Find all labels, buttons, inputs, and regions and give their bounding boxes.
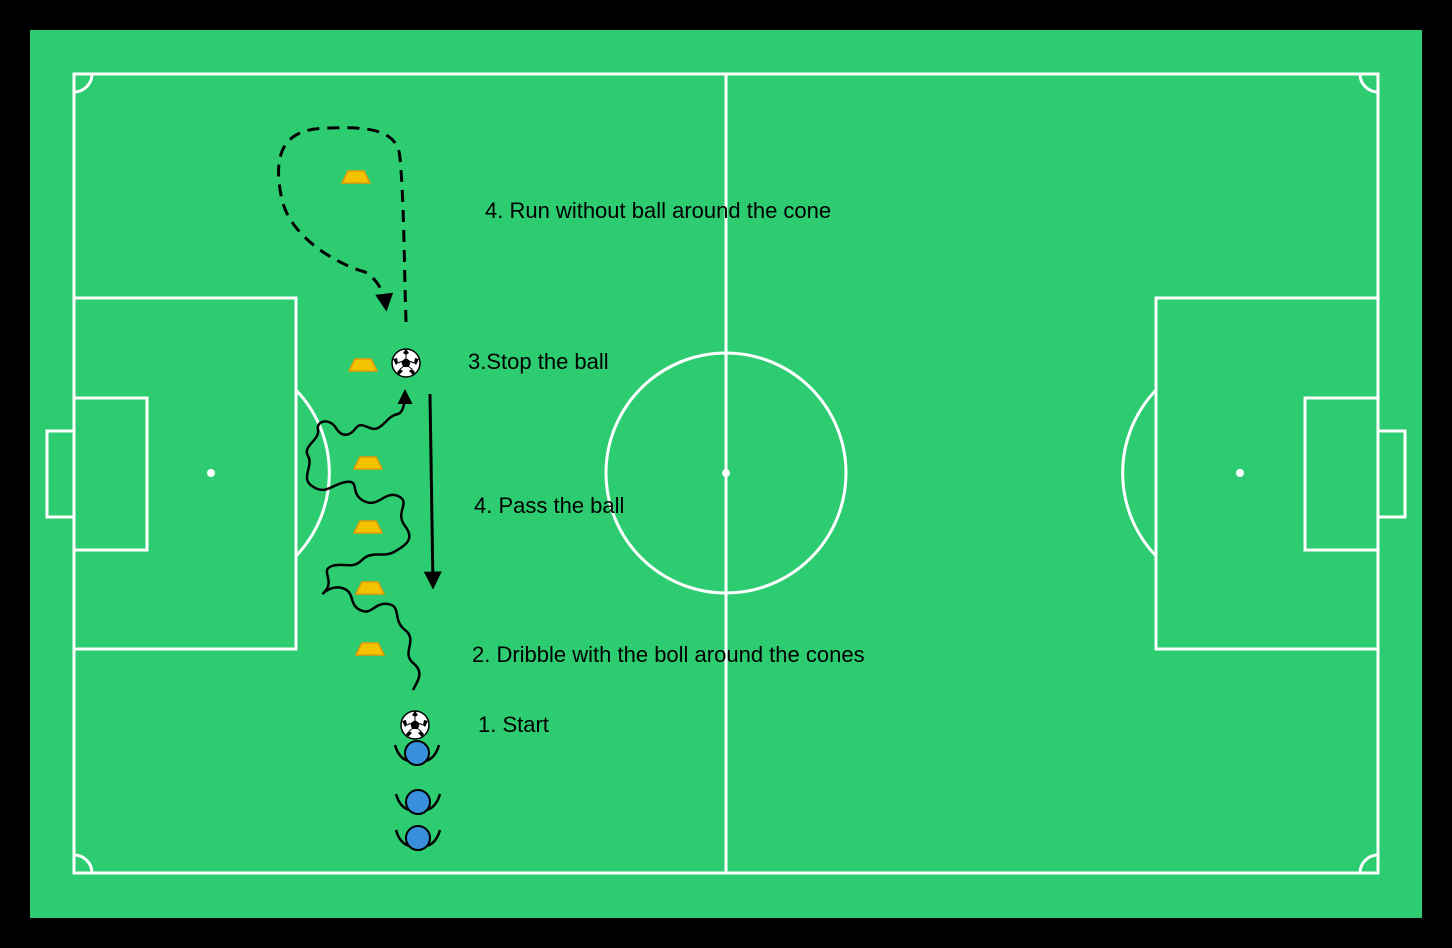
center-spot — [722, 469, 730, 477]
center-circle — [604, 351, 848, 595]
pass-arrow — [423, 393, 442, 590]
label-run-around-cone: 4. Run without ball around the cone — [485, 198, 832, 223]
pitch-lines — [45, 72, 1407, 875]
right-penalty-spot — [1236, 469, 1244, 477]
left-goal — [45, 429, 76, 519]
corner-arc-top-left — [73, 73, 94, 94]
run-path-dashed — [277, 126, 408, 323]
dribble-path — [305, 389, 421, 691]
label-stop-ball: 3.Stop the ball — [468, 349, 609, 374]
soccer-ball-icon — [400, 710, 430, 740]
soccer-ball-icon — [391, 348, 421, 378]
label-start: 1. Start — [478, 712, 549, 737]
right-goal — [1376, 429, 1407, 519]
left-penalty-spot — [207, 469, 215, 477]
label-pass-ball: 4. Pass the ball — [474, 493, 625, 518]
corner-arc-top-right — [1358, 73, 1379, 94]
right-penalty-arc — [1121, 388, 1158, 558]
label-dribble: 2. Dribble with the boll around the cone… — [472, 642, 865, 667]
left-penalty-arc — [294, 388, 331, 558]
corner-arc-bottom-left — [73, 853, 94, 874]
corner-arc-bottom-right — [1358, 853, 1379, 874]
